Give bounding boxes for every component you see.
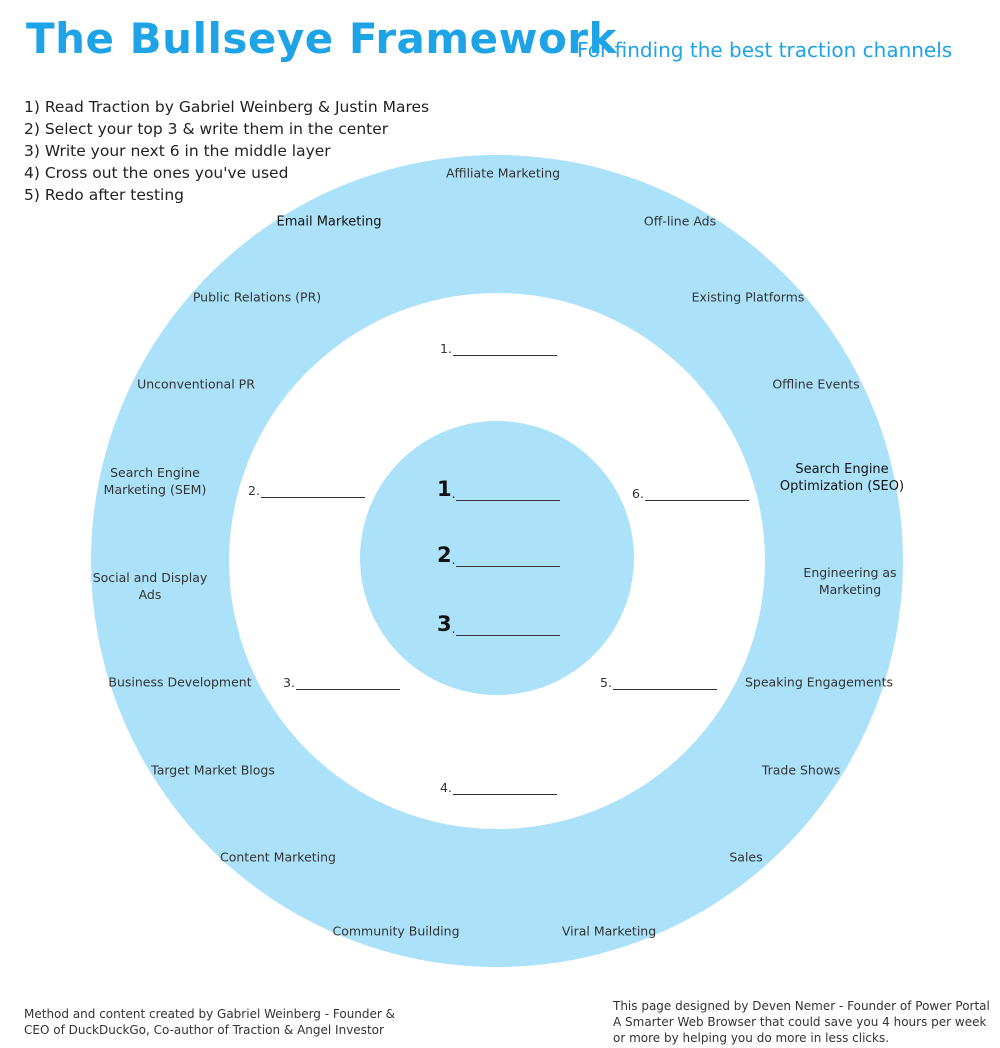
page-title: The Bullseye Framework xyxy=(26,14,617,63)
page-subtitle: For finding the best traction channels xyxy=(577,38,953,62)
middle-blank-4[interactable]: 4. xyxy=(440,779,557,795)
footer-right-line: or more by helping you do more in less c… xyxy=(613,1031,890,1045)
channel-existing-platforms: Existing Platforms xyxy=(691,289,805,305)
channel-sem-line1: Search Engine xyxy=(110,465,200,480)
write-in-line xyxy=(295,676,400,690)
middle-blank-6[interactable]: 6. xyxy=(632,485,749,501)
channel-seo-line2: Optimization (SEO) xyxy=(779,479,905,494)
footer-credits-left: Method and content created by Gabriel We… xyxy=(24,1006,395,1038)
write-in-line xyxy=(260,484,365,498)
middle-blank-2[interactable]: 2. xyxy=(248,482,365,498)
channel-speaking-engagements: Speaking Engagements xyxy=(744,674,894,690)
channel-community-building: Community Building xyxy=(332,923,460,939)
channel-social-display-ads: Social and Display Ads xyxy=(93,569,208,603)
channel-content-marketing: Content Marketing xyxy=(220,849,336,865)
middle-blank-number: 4. xyxy=(440,780,452,795)
channel-seo-line1: Search Engine xyxy=(795,462,889,477)
center-blank-1[interactable]: 1. xyxy=(437,477,561,501)
center-blank-dot: . xyxy=(451,622,456,636)
instruction-step: 4) Cross out the ones you've used xyxy=(24,164,289,182)
center-blank-number: 1 xyxy=(437,477,452,501)
channel-engineering-line1: Engineering as xyxy=(803,565,897,580)
middle-blank-number: 5. xyxy=(600,675,612,690)
channel-engineering-line2: Marketing xyxy=(818,582,882,597)
instruction-step: 3) Write your next 6 in the middle layer xyxy=(24,142,331,160)
footer-credits-right: This page designed by Deven Nemer - Foun… xyxy=(613,998,990,1046)
footer-right-line: This page designed by Deven Nemer - Foun… xyxy=(613,999,990,1013)
channel-sem-line2: Marketing (SEM) xyxy=(103,482,207,497)
title-row: The Bullseye Framework xyxy=(26,14,617,63)
channel-unconventional-pr: Unconventional PR xyxy=(137,376,255,392)
footer-left-line: CEO of DuckDuckGo, Co-author of Traction… xyxy=(24,1023,384,1037)
channel-sem: Search Engine Marketing (SEM) xyxy=(104,464,207,498)
middle-blank-3[interactable]: 3. xyxy=(283,674,400,690)
inner-ring xyxy=(360,421,634,695)
write-in-line xyxy=(644,487,749,501)
write-in-line xyxy=(456,482,561,501)
middle-blank-1[interactable]: 1. xyxy=(440,340,557,356)
center-blank-2[interactable]: 2. xyxy=(437,543,561,567)
center-blank-number: 3 xyxy=(437,612,452,636)
write-in-line xyxy=(452,781,557,795)
center-blank-dot: . xyxy=(451,487,456,501)
middle-blank-number: 6. xyxy=(632,486,644,501)
instruction-step: 1) Read Traction by Gabriel Weinberg & J… xyxy=(24,98,430,116)
middle-blank-number: 1. xyxy=(440,341,452,356)
write-in-line xyxy=(452,342,557,356)
channel-offline-ads: Off-line Ads xyxy=(643,213,717,229)
write-in-line xyxy=(456,548,561,567)
instructions-list: 1) Read Traction by Gabriel Weinberg & J… xyxy=(24,96,429,206)
center-blank-3[interactable]: 3. xyxy=(437,612,561,636)
channel-viral-marketing: Viral Marketing xyxy=(561,923,657,939)
channel-offline-events: Offline Events xyxy=(772,376,860,392)
channel-engineering-as-marketing: Engineering as Marketing xyxy=(803,564,896,598)
channel-public-relations: Public Relations (PR) xyxy=(192,289,322,305)
center-blank-number: 2 xyxy=(437,543,452,567)
footer-left-line: Method and content created by Gabriel We… xyxy=(24,1007,396,1021)
channel-business-development: Business Development xyxy=(108,674,252,690)
channel-seo: Search Engine Optimization (SEO) xyxy=(780,461,904,495)
footer-right-line: A Smarter Web Browser that could save yo… xyxy=(613,1015,987,1029)
instruction-step: 2) Select your top 3 & write them in the… xyxy=(24,120,389,138)
write-in-line xyxy=(612,676,717,690)
write-in-line xyxy=(456,617,561,636)
middle-blank-number: 3. xyxy=(283,675,295,690)
channel-social-line2: Ads xyxy=(138,587,162,602)
channel-target-market-blogs: Target Market Blogs xyxy=(151,762,275,778)
middle-blank-number: 2. xyxy=(248,483,260,498)
channel-sales: Sales xyxy=(729,849,763,865)
channel-social-line1: Social and Display xyxy=(92,570,208,585)
channel-affiliate-marketing: Affiliate Marketing xyxy=(445,165,561,181)
channel-trade-shows: Trade Shows xyxy=(761,762,841,778)
middle-blank-5[interactable]: 5. xyxy=(600,674,717,690)
channel-email-marketing: Email Marketing xyxy=(276,214,382,230)
instruction-step: 5) Redo after testing xyxy=(24,186,185,204)
center-blank-dot: . xyxy=(451,553,456,567)
